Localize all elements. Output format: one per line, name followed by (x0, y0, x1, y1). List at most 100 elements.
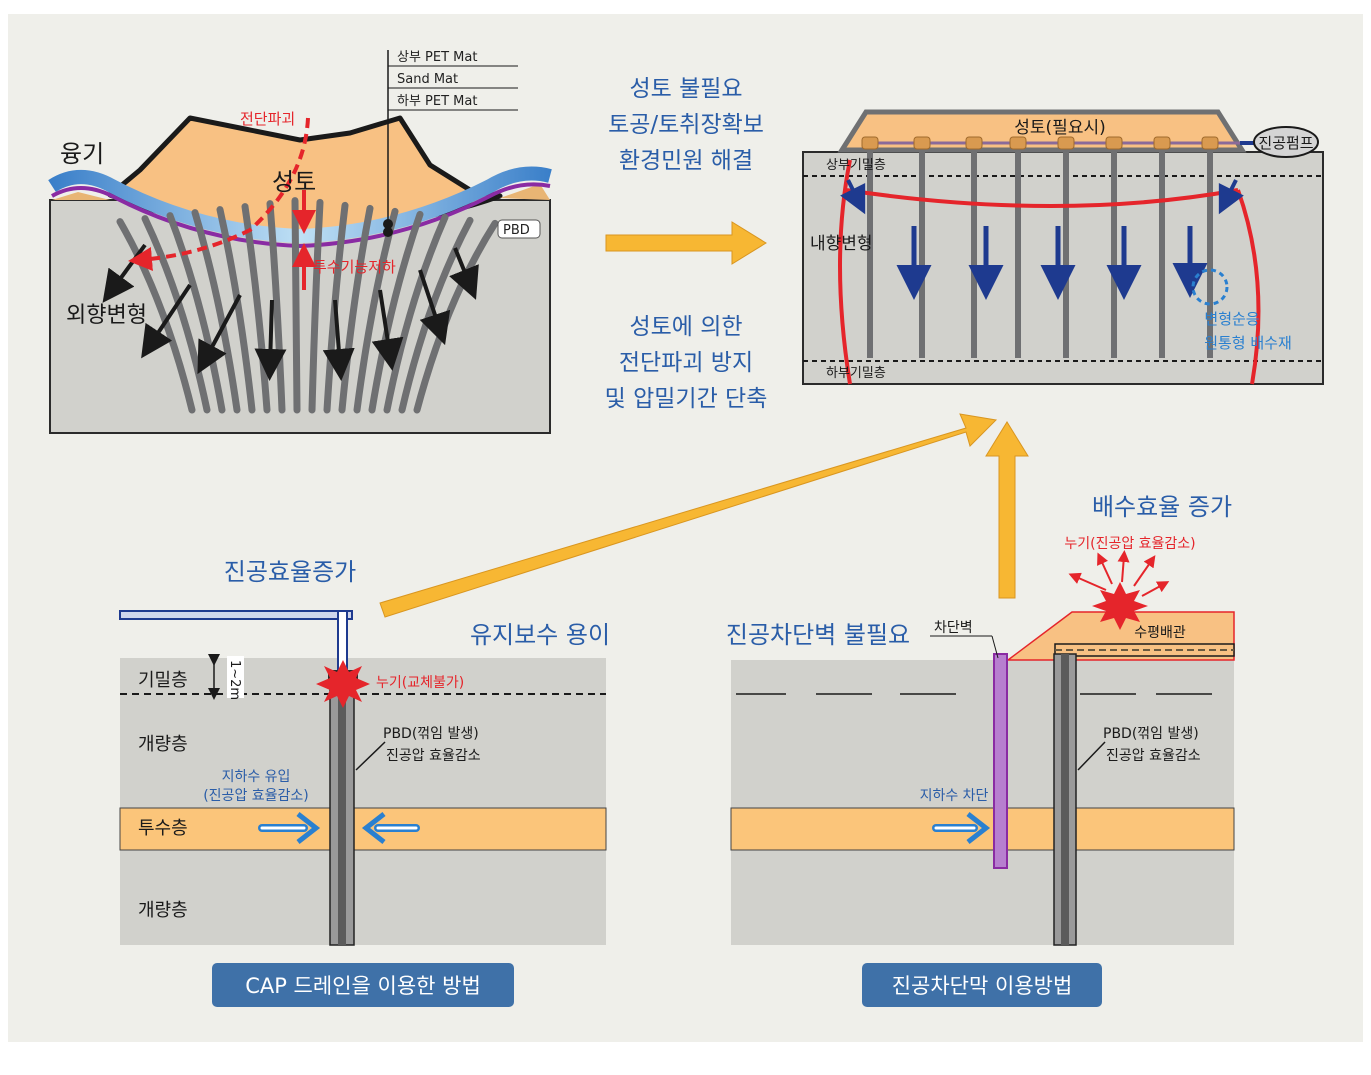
drain-highlight (1191, 268, 1229, 306)
bl-caption-box (212, 963, 514, 1007)
pbd-line (338, 204, 374, 414)
pipe-joint (1105, 136, 1123, 150)
flow-arrow (322, 299, 355, 381)
leak-arrow (1097, 552, 1113, 585)
outward-label: 외향변형 (66, 303, 147, 328)
leak-arrow (1133, 555, 1156, 587)
pbd-pointer-right (1077, 741, 1106, 771)
heave-label: 융기 (60, 140, 104, 168)
benefit-6: 및 압밀기간 단축 (605, 386, 768, 412)
vertical-drains (867, 143, 1213, 358)
br-caption-box (862, 963, 1102, 1007)
mat-dot (383, 227, 393, 237)
shear-failure-line (128, 117, 310, 271)
corner-arrow (840, 179, 866, 215)
pump-label: 진공펌프 (1258, 134, 1313, 152)
pipe-joint (913, 136, 931, 150)
cutoff-wall (993, 653, 1008, 869)
pbd-core (338, 684, 346, 945)
groundwater-arrow-left (258, 812, 321, 844)
depth-label: 1~2m (227, 660, 242, 700)
mat-label-lower: 하부 PET Mat (397, 94, 477, 109)
orange-arrow-up (985, 421, 1029, 599)
bl-title: 진공효율증가 (224, 558, 356, 586)
br-wall-label: 차단벽 (934, 620, 973, 636)
bottom-right-diagram: 진공차단벽 불필요 배수효율 증가 누기(진공압 효율감소) 차단벽 수평배관 … (726, 493, 1235, 1007)
leak-arrow (1068, 572, 1107, 591)
bl-pbd-label-2: 진공압 효율감소 (386, 748, 481, 764)
benefit-5: 전단파괴 방지 (619, 350, 753, 376)
pbd-line (191, 209, 241, 414)
depth-label-bg (227, 656, 244, 698)
leak-burst-right (1092, 582, 1148, 630)
pipe-joint (1009, 136, 1027, 150)
leak-arrows (1068, 550, 1170, 597)
side-fill-right (500, 184, 550, 200)
br-pbd-label-2: 진공압 효율감소 (1106, 748, 1201, 764)
br-hpipe-label: 수평배관 (1134, 625, 1186, 641)
bl-maintenance: 유지보수 용이 (470, 621, 610, 649)
upper-seal-label: 상부기밀층 (826, 158, 886, 173)
corner-arrow (1218, 179, 1244, 215)
groundwater-arrow-right-panel (932, 812, 991, 844)
shear-label: 전단파괴 (240, 110, 295, 128)
fill-trapezoid (837, 109, 1247, 153)
pipe-joint (1201, 136, 1219, 150)
br-caption: 진공차단막 이용방법 (892, 974, 1073, 998)
flow-arrow (418, 269, 451, 346)
bl-leak-label: 누기(교체불가) (376, 675, 464, 691)
sand-mat-band (48, 166, 552, 244)
cap-pipe-horizontal (119, 610, 353, 620)
fill-label: 성토 (272, 168, 316, 196)
benefit-4: 성토에 의한 (629, 314, 742, 340)
inward-arrows (840, 179, 1244, 300)
pbd-line (291, 197, 301, 414)
mat-label-sand: Sand Mat (397, 72, 458, 87)
pbd-line (383, 213, 449, 414)
bottom-left-diagram: 진공효율증가 유지보수 용이 기밀층 개량층 투수층 개량층 1~2m 누기(교… (119, 558, 610, 1007)
layer-label-permeable: 투수층 (138, 818, 188, 839)
benefit-2: 토공/토취장확보 (608, 112, 764, 138)
bl-gw-label-2: (진공압 효율감소) (203, 788, 309, 804)
middle-text: 성토 불필요 토공/토취장확보 환경민원 해결 성토에 의한 전단파괴 방지 및… (605, 76, 768, 412)
leak-arrow (1141, 581, 1170, 597)
inward-label: 내향변형 (810, 234, 873, 254)
flow-arrow (371, 289, 404, 371)
pipe-joint (861, 136, 879, 150)
bl-caption: CAP 드레인을 이용한 방법 (245, 974, 481, 998)
bl-gw-label-1: 지하수 유입 (222, 769, 291, 785)
orange-arrow-diagonal (379, 413, 998, 618)
top-right-diagram: 진공펌프 성토(필요시) 상부기밀층 하부기밀층 내향변형 변형순응 원통형 배… (802, 109, 1324, 385)
fill-needed-label: 성토(필요시) (1014, 118, 1105, 138)
pbd-line (368, 210, 424, 414)
pipe-joint (1057, 136, 1075, 150)
pbd-line (266, 200, 286, 414)
br-title: 진공차단벽 불필요 (726, 621, 910, 649)
pbd-pointer-left (355, 741, 386, 771)
br-pbd-label-1: PBD(꺾임 발생) (1103, 726, 1199, 742)
pbd-label: PBD (503, 223, 530, 238)
layer-label-improved-1: 개량층 (138, 734, 188, 755)
br-gw-block: 지하수 차단 (920, 788, 989, 804)
br-drain-eff: 배수효율 증가 (1092, 493, 1232, 521)
pbd-line (413, 219, 499, 414)
soil-right (731, 660, 1234, 945)
drain-label-2: 원통형 배수재 (1204, 334, 1292, 352)
pbd-line (166, 212, 226, 414)
lower-seal-label: 하부기밀층 (826, 366, 886, 381)
pump-ellipse (1253, 126, 1319, 158)
br-leak-label: 누기(진공압 효율감소) (1064, 536, 1195, 552)
flow-arrow (449, 247, 479, 300)
top-left-diagram: 상부 PET Mat Sand Mat 하부 PET Mat 전단파괴 융기 성… (48, 50, 552, 434)
flow-arrow (254, 299, 287, 381)
pbd-line (141, 215, 211, 414)
pipe-joint (1153, 136, 1171, 150)
benefit-1: 성토 불필요 (629, 76, 742, 102)
permeability-label: 투수기능저하 (313, 258, 396, 276)
pbd-label-box (497, 219, 541, 239)
pipe-joints (861, 136, 1219, 150)
flow-arrow (141, 283, 192, 359)
mat-label-upper: 상부 PET Mat (397, 50, 477, 65)
